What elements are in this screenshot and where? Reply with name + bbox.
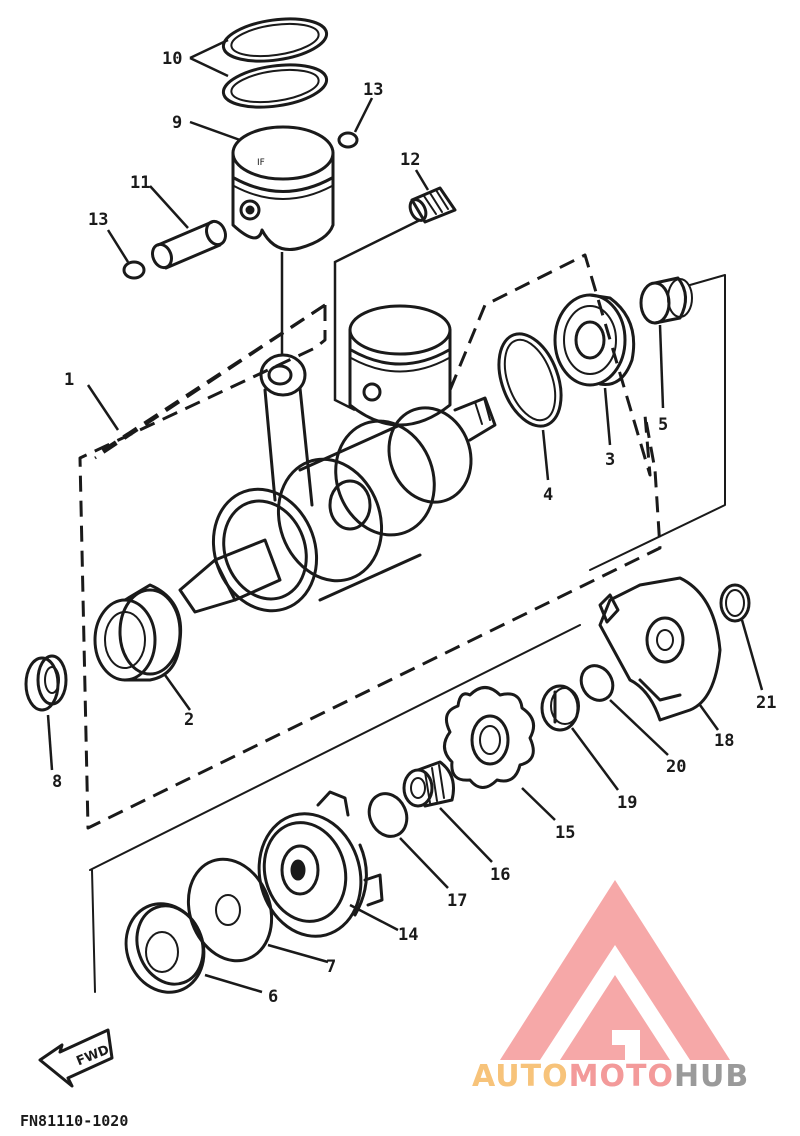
part-label-20: 20 [666,757,686,777]
crank-circlip [497,332,563,428]
coupling-plug-19 [540,684,580,732]
piston-pin [151,219,227,270]
plate-washer-7 [186,857,274,963]
part-label-7: 7 [326,957,336,977]
part-label-16: 16 [490,865,510,885]
svg-text:IF: IF [257,158,265,168]
piston-assembled [348,304,452,427]
part-label-1: 1 [64,370,74,390]
part-label-13-left: 13 [88,210,108,230]
part-label-18: 18 [714,731,734,751]
part-label-11: 11 [130,173,150,193]
part-label-10: 10 [162,49,182,69]
automotohub-logo [500,880,730,1060]
o-ring-21 [719,583,751,623]
oil-pump-housing-14 [257,790,384,938]
part-label-6: 6 [268,987,278,1007]
o-ring-20 [579,664,615,702]
forward-direction-arrow: FWD [38,1028,114,1088]
part-label-15: 15 [555,823,575,843]
part-label-14: 14 [398,925,418,945]
o-ring-17 [367,792,409,838]
piston-pin-clip-right [337,131,359,149]
brand-hub: HUB [674,1059,749,1094]
part-label-3: 3 [605,450,615,470]
part-label-9: 9 [172,113,182,133]
part-label-4: 4 [543,485,553,505]
drive-coupling-18 [598,576,722,722]
oil-seal-6 [124,902,206,994]
crankshaft-assembly-outline [78,253,662,830]
small-end-bearing [408,186,457,224]
logo-triangle-mark [500,880,730,1060]
part-label-19: 19 [617,793,637,813]
part-label-2: 2 [184,710,194,730]
piston-pin-clip-left [122,260,146,280]
piston: IF [231,125,335,251]
part-label-17: 17 [447,891,467,911]
rubber-damper-15 [443,686,536,789]
main-bearing-left [93,583,183,682]
part-label-13-right: 13 [363,80,383,100]
main-bearing-right [553,293,636,387]
piston-rings [221,17,329,109]
brand-moto: MOTO [569,1059,674,1094]
part-label-8: 8 [52,772,62,792]
part-label-21: 21 [756,693,776,713]
oil-seal-left [24,654,68,712]
figure-code: FN81110-1020 [20,1112,128,1130]
crank-bushing [639,276,693,325]
crankshaft [178,396,497,614]
brand-auto: AUTO [472,1059,569,1094]
primary-outline-left [99,303,326,454]
part-label-12: 12 [400,150,420,170]
oil-pump-group-outline [89,274,726,993]
part-label-5: 5 [658,415,668,435]
watermark-brand: AUTOMOTOHUB [472,1059,749,1094]
coupling-sleeve-16 [402,760,455,808]
